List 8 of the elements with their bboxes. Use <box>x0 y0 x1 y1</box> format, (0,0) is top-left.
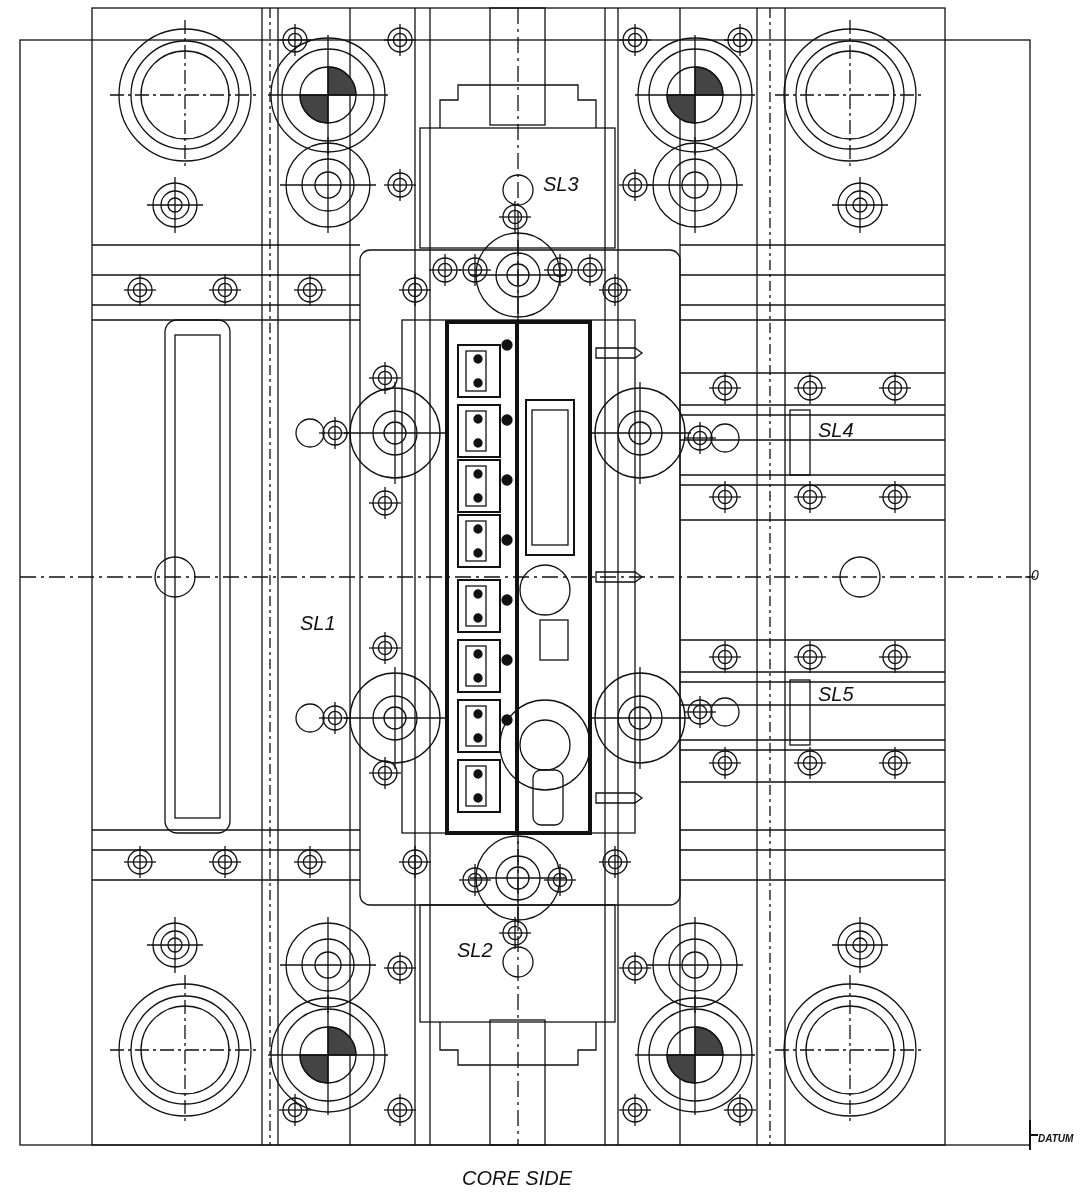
part-label: 0 <box>1031 568 1039 582</box>
part-label: SL4 <box>818 420 854 440</box>
part-label: CORE SIDE <box>462 1168 573 1188</box>
part-label: SL5 <box>818 684 854 704</box>
part-label: SL2 <box>457 940 493 960</box>
part-label: SL1 <box>300 613 336 633</box>
part-label: DATUM <box>1038 1134 1074 1144</box>
part-label: SL3 <box>543 174 579 194</box>
